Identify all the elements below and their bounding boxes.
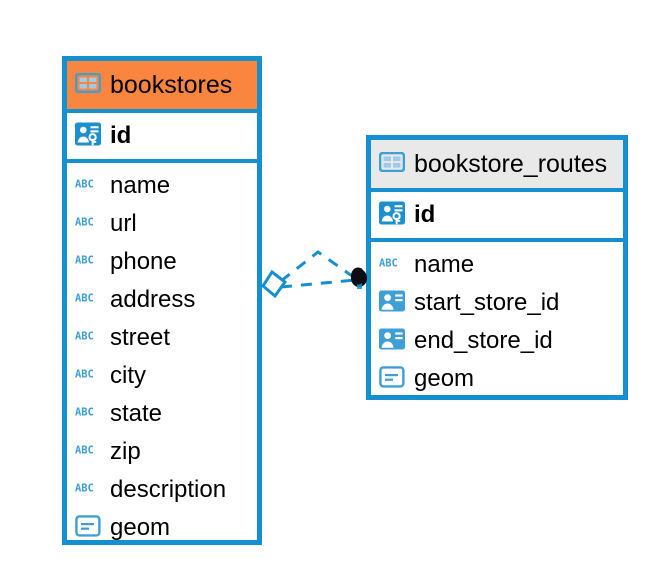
entity-title: bookstores (110, 70, 233, 99)
svg-text:ABC: ABC (75, 482, 94, 494)
field-label: name (110, 172, 171, 199)
text-abc-icon: ABC (75, 176, 101, 197)
field-row-primary-key[interactable]: id (371, 192, 623, 238)
field-label: city (110, 362, 146, 389)
field-label: street (110, 324, 171, 351)
field-label: start_store_id (414, 289, 560, 316)
table-icon (378, 151, 406, 177)
svg-text:ABC: ABC (75, 330, 94, 342)
field-label: geom (414, 365, 475, 392)
columns-section: ABC name start_store_id (371, 242, 623, 404)
text-abc-icon: ABC (75, 252, 101, 273)
text-abc-icon: ABC (75, 480, 101, 501)
field-label: phone (110, 248, 177, 275)
field-row-start-store-id[interactable]: start_store_id (371, 284, 623, 322)
table-icon (74, 72, 102, 98)
field-row-primary-key[interactable]: id (67, 113, 257, 159)
entity-title: bookstore_routes (414, 149, 608, 178)
text-abc-icon: ABC (75, 404, 101, 425)
relationship-line-upper (280, 250, 356, 283)
field-row-zip[interactable]: ABC zip (67, 433, 257, 471)
field-row-end-store-id[interactable]: end_store_id (371, 322, 623, 360)
text-abc-icon: ABC (75, 442, 101, 463)
field-label: url (110, 210, 137, 237)
field-row-address[interactable]: ABC address (67, 281, 257, 319)
field-label: address (110, 286, 196, 313)
filled-circle-marker (351, 267, 367, 289)
text-abc-icon: ABC (379, 255, 405, 276)
svg-text:ABC: ABC (75, 178, 94, 190)
field-row-name[interactable]: ABC name (67, 167, 257, 205)
field-label: zip (110, 438, 141, 465)
entity-bookstore-routes[interactable]: bookstore_routes id (366, 135, 628, 400)
svg-text:ABC: ABC (75, 368, 94, 380)
relationship-line-lower (280, 278, 356, 289)
foreign-key-icon (379, 327, 405, 356)
columns-section: ABC name ABC url ABC phone (67, 163, 257, 553)
primary-key-icon (379, 200, 405, 231)
field-label: geom (110, 514, 171, 541)
text-abc-icon: ABC (75, 214, 101, 235)
field-label: end_store_id (414, 327, 553, 354)
field-label: name (414, 251, 475, 278)
field-label: state (110, 400, 163, 427)
field-row-description[interactable]: ABC description (67, 471, 257, 509)
field-row-url[interactable]: ABC url (67, 205, 257, 243)
field-label: description (110, 476, 227, 503)
field-row-city[interactable]: ABC city (67, 357, 257, 395)
svg-text:ABC: ABC (75, 254, 94, 266)
svg-text:ABC: ABC (75, 216, 94, 228)
text-abc-icon: ABC (75, 290, 101, 311)
field-row-geom[interactable]: geom (67, 509, 257, 547)
svg-text:ABC: ABC (75, 292, 94, 304)
field-label: id (414, 201, 436, 228)
geometry-icon (75, 514, 101, 543)
entity-header: bookstores (67, 61, 257, 109)
svg-text:ABC: ABC (379, 257, 398, 269)
primary-key-icon (75, 121, 101, 152)
field-row-street[interactable]: ABC street (67, 319, 257, 357)
primary-key-section: id (67, 109, 257, 163)
svg-text:ABC: ABC (75, 444, 94, 456)
geometry-icon (379, 365, 405, 394)
entity-bookstores[interactable]: bookstores id ABC (62, 56, 262, 545)
primary-key-section: id (371, 188, 623, 242)
entity-header: bookstore_routes (371, 140, 623, 188)
field-row-name[interactable]: ABC name (371, 246, 623, 284)
field-row-state[interactable]: ABC state (67, 395, 257, 433)
text-abc-icon: ABC (75, 328, 101, 349)
svg-text:ABC: ABC (75, 406, 94, 418)
foreign-key-icon (379, 289, 405, 318)
diamond-marker (261, 269, 288, 299)
field-row-geom[interactable]: geom (371, 360, 623, 398)
text-abc-icon: ABC (75, 366, 101, 387)
field-label: id (110, 122, 132, 149)
field-row-phone[interactable]: ABC phone (67, 243, 257, 281)
